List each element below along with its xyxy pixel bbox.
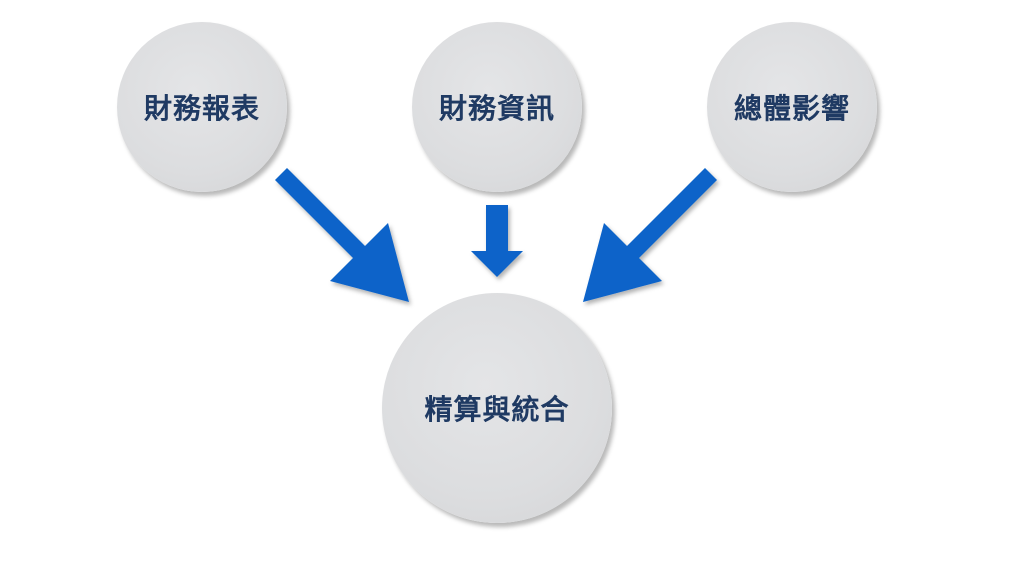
- arrow-left-to-center: [275, 168, 409, 302]
- node-label: 財務資訊: [438, 92, 555, 125]
- node-financial-information: 財務資訊: [412, 22, 582, 192]
- node-financial-statements: 財務報表: [117, 22, 287, 192]
- node-overall-impact: 總體影響: [707, 22, 877, 192]
- node-label: 總體影響: [733, 92, 850, 125]
- node-actuarial-integration: 精算與統合: [382, 293, 612, 523]
- node-label: 財務報表: [143, 92, 260, 125]
- arrow-top-to-center: [471, 205, 523, 277]
- node-label: 精算與統合: [424, 393, 570, 426]
- arrow-right-to-center: [583, 168, 717, 302]
